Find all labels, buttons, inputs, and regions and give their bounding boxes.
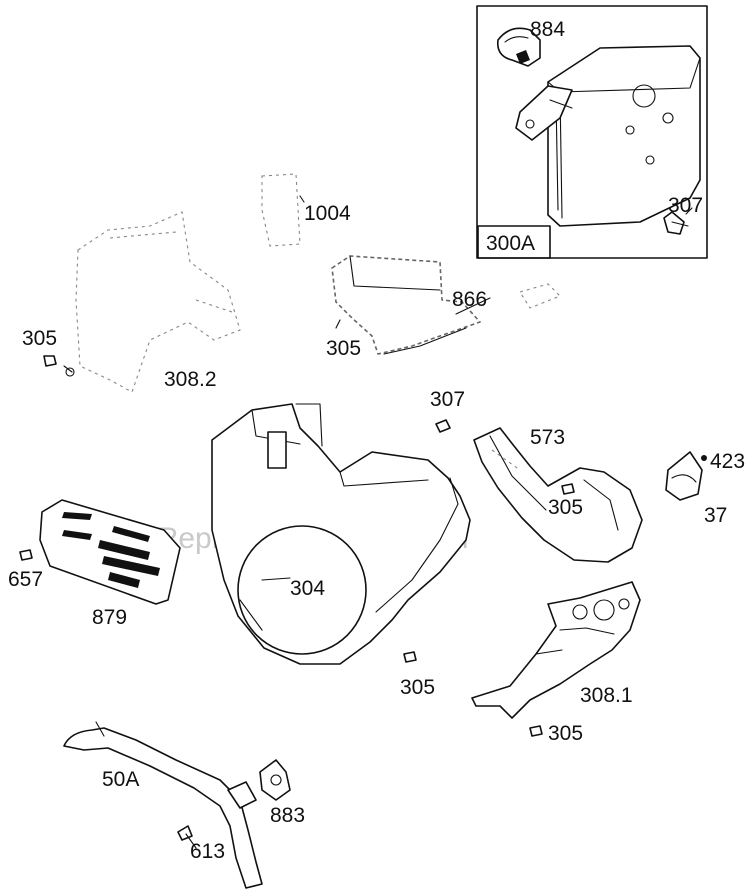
exhaust-pipe-50A: 50A — [63, 721, 263, 889]
muffler-inset: 884 307 300A — [476, 5, 708, 259]
clamp-part-884 — [496, 27, 541, 67]
label-37: 37 — [704, 504, 727, 527]
part-1004: 1004 — [261, 173, 351, 247]
bolt-307-inset — [663, 211, 689, 235]
label-884: 884 — [530, 18, 565, 41]
baffle-part-308-2: 305 308.2 — [22, 211, 241, 393]
label-300A: 300A — [486, 232, 535, 255]
muffler-part — [515, 45, 701, 227]
label-1004: 1004 — [304, 202, 351, 225]
label-50A: 50A — [102, 768, 139, 791]
label-657: 657 — [8, 568, 43, 591]
label-308-1: 308.1 — [580, 684, 633, 707]
inset-frame — [476, 5, 708, 259]
screw-305-bottom: 305 — [400, 651, 435, 699]
shroud-part-573: 573 305 — [473, 426, 643, 563]
inset-label-box — [477, 225, 551, 259]
label-883: 883 — [270, 804, 305, 827]
bolt-part-613: 613 — [177, 825, 225, 863]
baffle-part-308-1: 308.1 305 — [471, 581, 641, 745]
blower-housing-304: 304 — [211, 403, 471, 665]
label-879: 879 — [92, 606, 127, 629]
shield-part-866: 866 305 — [326, 255, 561, 360]
screw-307: 307 — [430, 388, 465, 433]
label-866: 866 — [452, 288, 487, 311]
label-307-inset: 307 — [668, 194, 703, 217]
label-305-bottom: 305 — [400, 676, 435, 699]
guard-part-879: 879 657 — [8, 499, 181, 629]
label-613: 613 — [190, 840, 225, 863]
label-308-2: 308.2 — [164, 368, 217, 391]
label-573: 573 — [530, 426, 565, 449]
label-305-left: 305 — [22, 327, 57, 350]
label-307-center: 307 — [430, 388, 465, 411]
label-305-shroud: 305 — [548, 496, 583, 519]
gasket-part-883: 883 — [259, 759, 305, 827]
label-304: 304 — [290, 577, 325, 600]
label-423: 423 — [710, 450, 745, 473]
label-305-center: 305 — [326, 337, 361, 360]
label-305-right: 305 — [548, 722, 583, 745]
cap-part-37: 423 37 — [665, 450, 745, 527]
